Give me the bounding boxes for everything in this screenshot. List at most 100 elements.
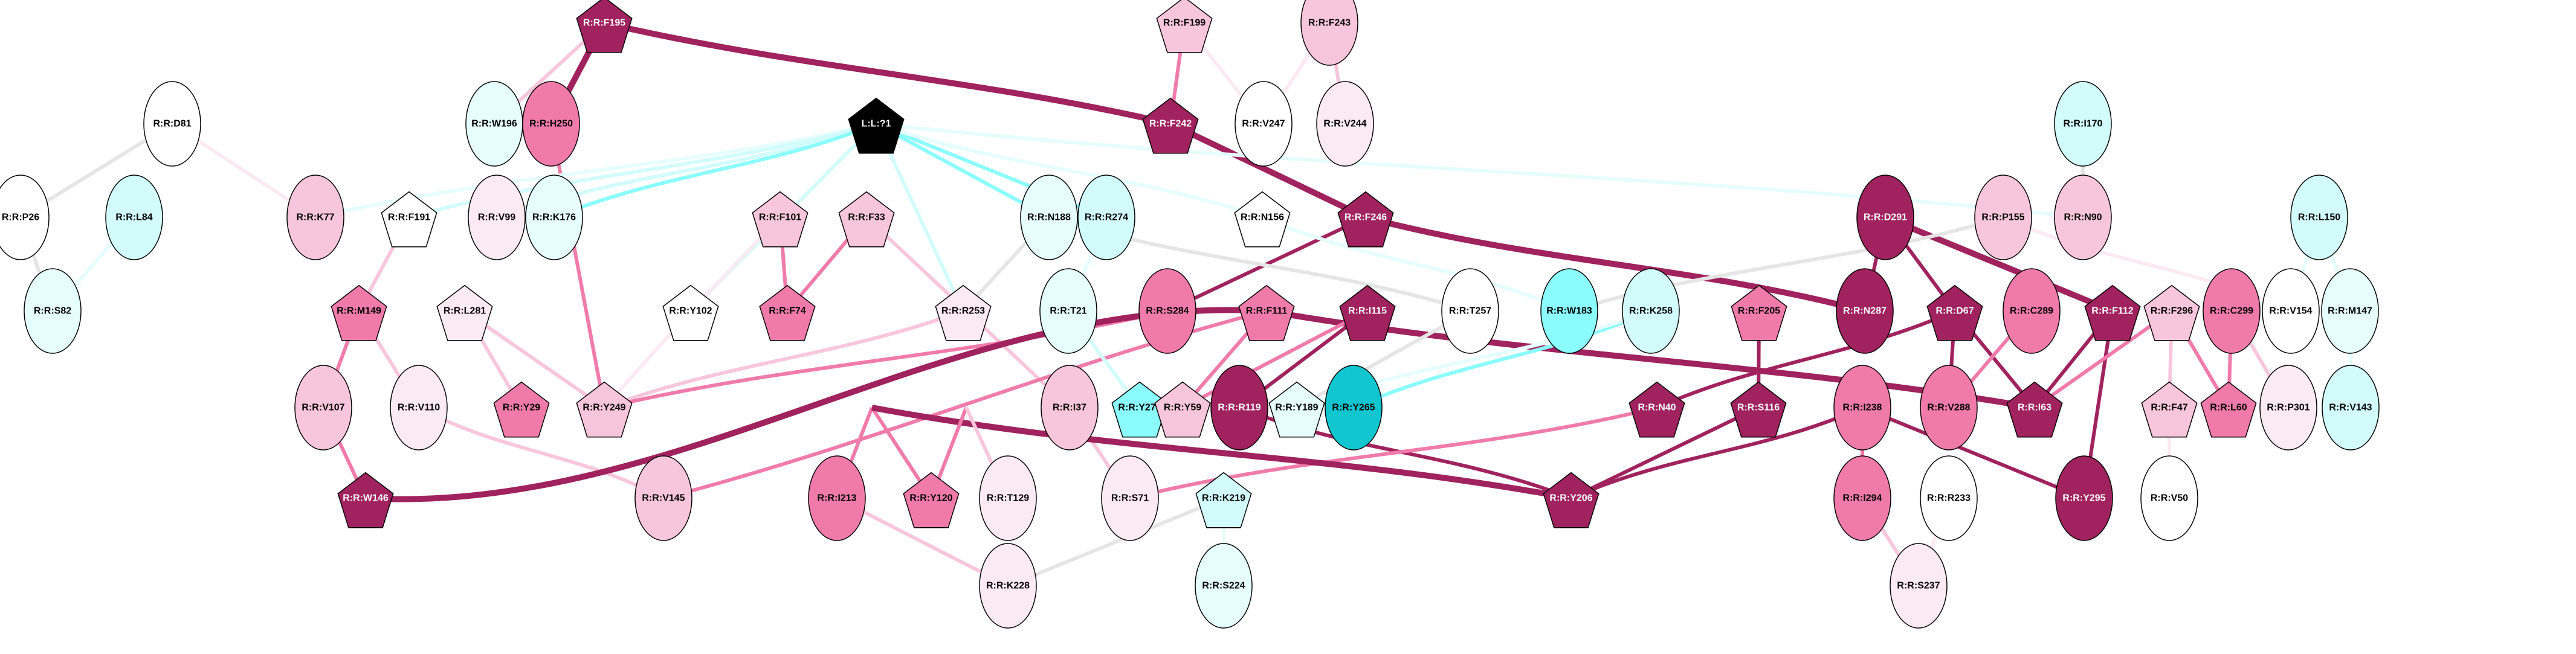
node-label: R:R:Y249 — [583, 403, 625, 413]
node-s116[interactable]: R:R:S116 — [1730, 381, 1787, 438]
node-d291[interactable]: R:R:D291 — [1856, 175, 1914, 260]
node-label: R:R:R274 — [1085, 213, 1128, 223]
node-y295[interactable]: R:R:Y295 — [2055, 455, 2113, 541]
node-f246[interactable]: R:R:F246 — [1337, 191, 1394, 248]
node-y249[interactable]: R:R:Y249 — [576, 381, 633, 438]
node-c289[interactable]: R:R:C289 — [2003, 268, 2061, 354]
node-v145[interactable]: R:R:V145 — [634, 455, 692, 541]
node-p26[interactable]: R:R:P26 — [0, 175, 50, 260]
node-d67[interactable]: R:R:D67 — [1926, 284, 1983, 341]
node-f199[interactable]: R:R:F199 — [1156, 0, 1213, 53]
node-y206[interactable]: R:R:Y206 — [1543, 472, 1600, 528]
node-i238[interactable]: R:R:I238 — [1833, 365, 1891, 450]
node-r274[interactable]: R:R:R274 — [1077, 175, 1135, 260]
node-l84[interactable]: R:R:L84 — [105, 175, 163, 260]
node-s284[interactable]: R:R:S284 — [1138, 268, 1196, 354]
node-r119[interactable]: R:R:R119 — [1210, 365, 1268, 450]
node-i63[interactable]: R:R:I63 — [2006, 381, 2063, 438]
node-ellipse — [24, 268, 82, 354]
node-label: R:R:W146 — [343, 493, 389, 504]
node-y102[interactable]: R:R:Y102 — [662, 284, 719, 341]
node-i213[interactable]: R:R:I213 — [808, 455, 866, 541]
node-v244[interactable]: R:R:V244 — [1316, 81, 1374, 167]
node-label: R:R:V145 — [642, 493, 685, 504]
node-f191[interactable]: R:R:F191 — [381, 191, 437, 248]
node-v99[interactable]: R:R:V99 — [468, 175, 526, 260]
node-v247[interactable]: R:R:V247 — [1235, 81, 1293, 167]
node-k258[interactable]: R:R:K258 — [1622, 268, 1680, 354]
node-s224[interactable]: R:R:S224 — [1195, 543, 1253, 629]
node-r253[interactable]: R:R:R253 — [935, 284, 992, 341]
node-t129[interactable]: R:R:T129 — [979, 455, 1037, 541]
node-w183[interactable]: R:R:W183 — [1540, 268, 1598, 354]
node-s82[interactable]: R:R:S82 — [24, 268, 82, 354]
node-w196[interactable]: R:R:W196 — [465, 81, 523, 167]
node-l281[interactable]: R:R:L281 — [436, 284, 493, 341]
node-label: R:R:W183 — [1546, 306, 1592, 316]
node-i294[interactable]: R:R:I294 — [1833, 455, 1891, 541]
node-i115[interactable]: R:R:I115 — [1339, 284, 1396, 341]
node-c299[interactable]: R:R:C299 — [2203, 268, 2261, 354]
node-i170[interactable]: R:R:I170 — [2054, 81, 2112, 167]
node-n188[interactable]: R:R:N188 — [1020, 175, 1078, 260]
node-y120[interactable]: R:R:Y120 — [903, 472, 960, 528]
node-f112[interactable]: R:R:F112 — [2084, 284, 2141, 341]
node-f205[interactable]: R:R:F205 — [1731, 284, 1787, 341]
node-y265[interactable]: R:R:Y265 — [1325, 365, 1383, 450]
node-f111[interactable]: R:R:F111 — [1238, 284, 1295, 341]
node-k219[interactable]: R:R:K219 — [1195, 472, 1252, 528]
node-s237[interactable]: R:R:S237 — [1890, 543, 1948, 629]
node-label: R:R:Y189 — [1275, 403, 1318, 413]
node-pentagon — [436, 284, 493, 341]
node-ellipse — [2259, 365, 2317, 450]
node-p155[interactable]: R:R:P155 — [1974, 175, 2032, 260]
node-y189[interactable]: R:R:Y189 — [1268, 381, 1325, 438]
node-k176[interactable]: R:R:K176 — [525, 175, 583, 260]
node-p301[interactable]: R:R:P301 — [2259, 365, 2317, 450]
node-f101[interactable]: R:R:F101 — [752, 191, 809, 248]
node-l1[interactable]: L:L:?1 — [848, 97, 905, 154]
node-r233[interactable]: R:R:R233 — [1920, 455, 1978, 541]
node-w146[interactable]: R:R:W146 — [337, 472, 394, 528]
node-v107[interactable]: R:R:V107 — [294, 365, 352, 450]
node-n40[interactable]: R:R:N40 — [1629, 381, 1685, 438]
node-v143[interactable]: R:R:V143 — [2322, 365, 2380, 450]
node-f242[interactable]: R:R:F242 — [1142, 97, 1199, 154]
node-y59[interactable]: R:R:Y59 — [1154, 381, 1211, 438]
edge-L1-N156 — [876, 122, 1263, 219]
node-l60[interactable]: R:R:L60 — [2200, 381, 2257, 438]
node-m147[interactable]: R:R:M147 — [2321, 268, 2379, 354]
node-l150[interactable]: R:R:L150 — [2290, 175, 2348, 260]
node-f74[interactable]: R:R:F74 — [759, 284, 816, 341]
node-f243[interactable]: R:R:F243 — [1300, 0, 1358, 66]
node-n287[interactable]: R:R:N287 — [1836, 268, 1894, 354]
node-s71[interactable]: R:R:S71 — [1101, 455, 1159, 541]
node-y29[interactable]: R:R:Y29 — [493, 381, 550, 438]
node-pentagon — [2200, 381, 2257, 438]
node-t257[interactable]: R:R:T257 — [1441, 268, 1499, 354]
node-f296[interactable]: R:R:F296 — [2143, 284, 2200, 341]
node-label: R:R:I63 — [2018, 403, 2051, 413]
node-f33[interactable]: R:R:F33 — [838, 191, 895, 248]
node-h250[interactable]: R:R:H250 — [522, 81, 580, 167]
node-k77[interactable]: R:R:K77 — [286, 175, 344, 260]
node-label: R:R:P155 — [1981, 213, 2024, 223]
node-v288[interactable]: R:R:V288 — [1920, 365, 1978, 450]
node-n156[interactable]: R:R:N156 — [1234, 191, 1291, 248]
node-label: R:R:K228 — [986, 581, 1030, 591]
node-i37[interactable]: R:R:I37 — [1041, 365, 1099, 450]
node-ellipse — [1974, 175, 2032, 260]
node-t21[interactable]: R:R:T21 — [1039, 268, 1097, 354]
node-ellipse — [525, 175, 583, 260]
node-d81[interactable]: R:R:D81 — [143, 81, 201, 167]
node-k228[interactable]: R:R:K228 — [979, 543, 1037, 629]
node-label: R:R:D291 — [1864, 213, 1907, 223]
node-n90[interactable]: R:R:N90 — [2054, 175, 2112, 260]
node-ellipse — [2054, 81, 2112, 167]
node-f47[interactable]: R:R:F47 — [2141, 381, 2198, 438]
node-m149[interactable]: R:R:M149 — [331, 284, 387, 341]
node-f195[interactable]: R:R:F195 — [576, 0, 633, 53]
node-v50[interactable]: R:R:V50 — [2140, 455, 2198, 541]
node-v154[interactable]: R:R:V154 — [2262, 268, 2320, 354]
node-v110[interactable]: R:R:V110 — [390, 365, 448, 450]
